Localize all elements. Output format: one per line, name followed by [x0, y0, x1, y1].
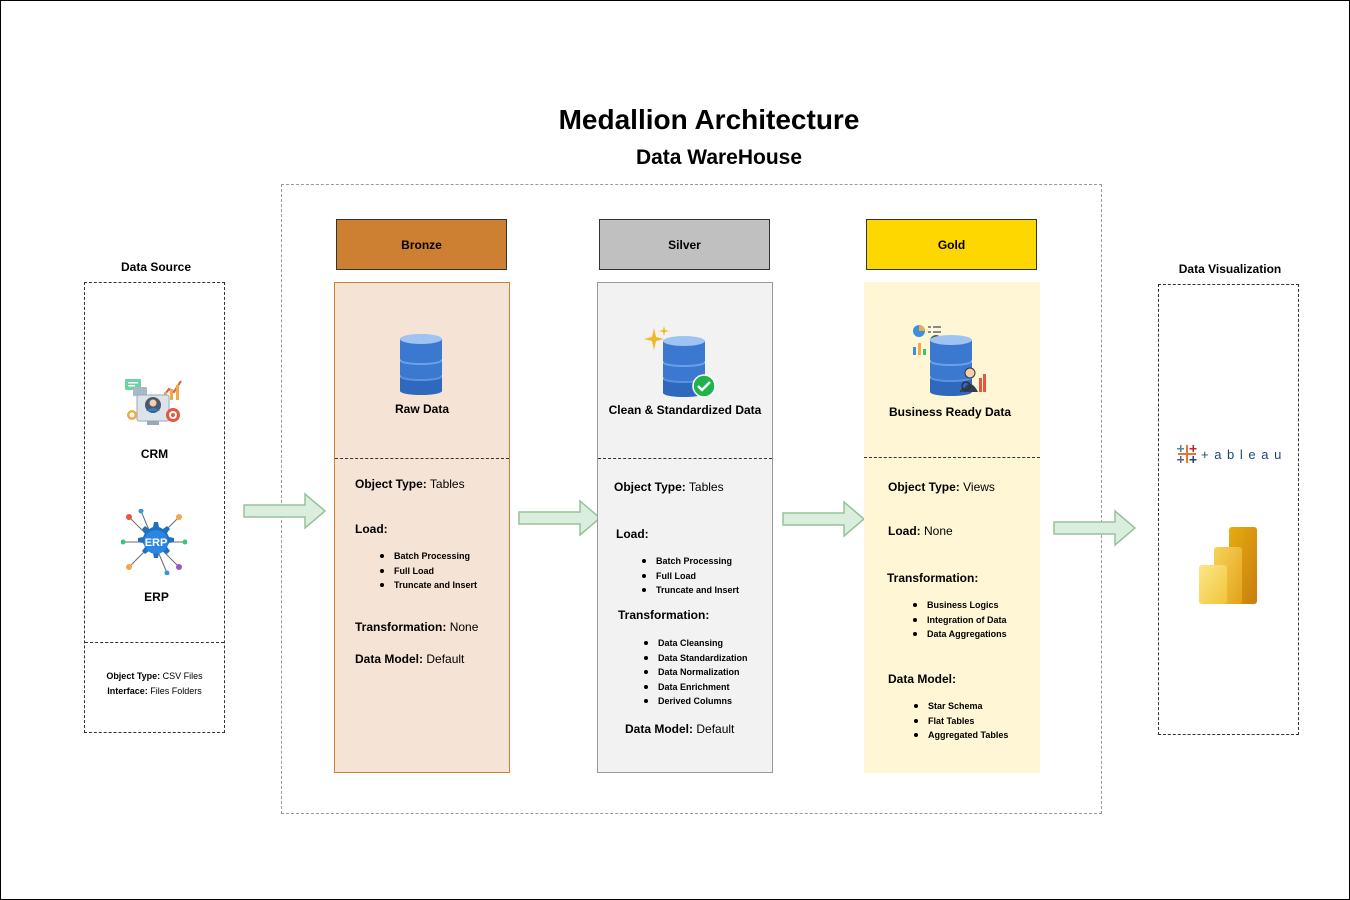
- bronze-header-label: Bronze: [401, 237, 442, 252]
- bronze-divider: [335, 458, 509, 459]
- gold-body: Business Ready Data Object Type: Views L…: [864, 282, 1040, 773]
- bronze-object-type: Object Type: Tables: [355, 477, 465, 491]
- gold-divider: [864, 457, 1040, 458]
- sparkle-icon: [644, 326, 669, 350]
- checkmark-icon: [692, 374, 716, 398]
- list-item: Batch Processing: [380, 549, 477, 564]
- silver-object-type: Object Type: Tables: [614, 480, 724, 494]
- gold-header-label: Gold: [937, 237, 966, 252]
- source-interface-key: Interface:: [107, 686, 148, 696]
- bronze-data-model: Data Model: Default: [355, 652, 465, 666]
- bronze-load-list: Batch Processing Full Load Truncate and …: [380, 549, 477, 593]
- silver-transformation-list: Data Cleansing Data Standardization Data…: [644, 636, 748, 709]
- gold-load: Load: None: [888, 524, 953, 538]
- bronze-header: Bronze: [336, 219, 507, 270]
- list-item: Flat Tables: [914, 714, 1008, 729]
- silver-load-list: Batch Processing Full Load Truncate and …: [642, 554, 739, 598]
- list-item: Aggregated Tables: [914, 728, 1008, 743]
- list-item: Truncate and Insert: [642, 583, 739, 598]
- crm-icon: [125, 379, 182, 425]
- arrow-bronze-to-silver: [518, 499, 602, 537]
- arrow-source-to-bronze: [243, 492, 327, 530]
- silver-body: Clean & Standardized Data Object Type: T…: [597, 282, 773, 773]
- data-visualization-label: Data Visualization: [1178, 262, 1282, 276]
- list-item: Star Schema: [914, 699, 1008, 714]
- power-bi-icon: [1199, 527, 1257, 604]
- data-visualization-box: + a b l e a u: [1158, 284, 1299, 735]
- bronze-body: Raw Data Object Type: Tables Load: Batch…: [334, 282, 510, 773]
- source-interface-val: Files Folders: [150, 686, 202, 696]
- crm-label: CRM: [140, 447, 169, 461]
- tableau-cross-icon: [1177, 445, 1197, 463]
- source-object-type-key: Object Type:: [106, 671, 161, 681]
- silver-header: Silver: [599, 219, 770, 270]
- list-item: Truncate and Insert: [380, 578, 477, 593]
- database-icon: [930, 335, 972, 396]
- diagram-subtitle: Data WareHouse: [635, 146, 803, 169]
- list-item: Data Cleansing: [644, 636, 748, 651]
- list-item: Data Enrichment: [644, 680, 748, 695]
- bronze-caption: Raw Data: [394, 402, 450, 416]
- gold-data-model-key: Data Model:: [888, 672, 957, 686]
- source-object-type-val: CSV Files: [162, 671, 203, 681]
- list-item: Integration of Data: [913, 613, 1007, 628]
- silver-load-key: Load:: [616, 527, 649, 541]
- gold-data-model-list: Star Schema Flat Tables Aggregated Table…: [914, 699, 1008, 743]
- data-source-label: Data Source: [120, 260, 192, 274]
- database-icon: [663, 336, 705, 397]
- erp-icon-text: ERP: [145, 537, 168, 549]
- gold-header: Gold: [866, 219, 1037, 270]
- bronze-transformation: Transformation: None: [355, 620, 479, 634]
- bronze-load-key: Load:: [355, 522, 388, 536]
- warehouse-container: [281, 184, 1102, 814]
- list-item: Derived Columns: [644, 694, 748, 709]
- business-user-icon: [960, 367, 986, 393]
- list-item: Full Load: [380, 564, 477, 579]
- list-item: Business Logics: [913, 598, 1007, 613]
- silver-transformation-key: Transformation:: [618, 608, 710, 622]
- list-item: Batch Processing: [642, 554, 739, 569]
- gold-transformation-list: Business Logics Integration of Data Data…: [913, 598, 1007, 642]
- source-meta: Object Type: CSV Files Interface: Files …: [85, 669, 224, 699]
- gold-transformation-key: Transformation:: [887, 571, 979, 585]
- silver-divider: [598, 458, 772, 459]
- list-item: Data Aggregations: [913, 627, 1007, 642]
- list-item: Data Standardization: [644, 651, 748, 666]
- list-item: Full Load: [642, 569, 739, 584]
- erp-label: ERP: [144, 590, 169, 604]
- gold-object-type: Object Type: Views: [888, 480, 995, 494]
- tableau-wordmark: + a b l e a u: [1201, 446, 1283, 462]
- erp-icon: ERP: [121, 509, 187, 575]
- data-source-box: CRM ERP ERP Object Type: CSV Files Inter…: [84, 282, 225, 733]
- silver-data-model: Data Model: Default: [625, 722, 735, 736]
- gold-caption: Business Ready Data: [888, 405, 1012, 419]
- database-icon: [400, 334, 442, 395]
- list-item: Data Normalization: [644, 665, 748, 680]
- diagram-title: Medallion Architecture: [558, 104, 860, 135]
- arrow-silver-to-gold: [782, 500, 866, 538]
- arrow-gold-to-visualization: [1053, 509, 1137, 547]
- source-divider: [85, 642, 224, 643]
- tableau-logo: + a b l e a u: [1176, 443, 1286, 465]
- silver-header-label: Silver: [668, 237, 701, 252]
- silver-caption: Clean & Standardized Data: [608, 403, 762, 417]
